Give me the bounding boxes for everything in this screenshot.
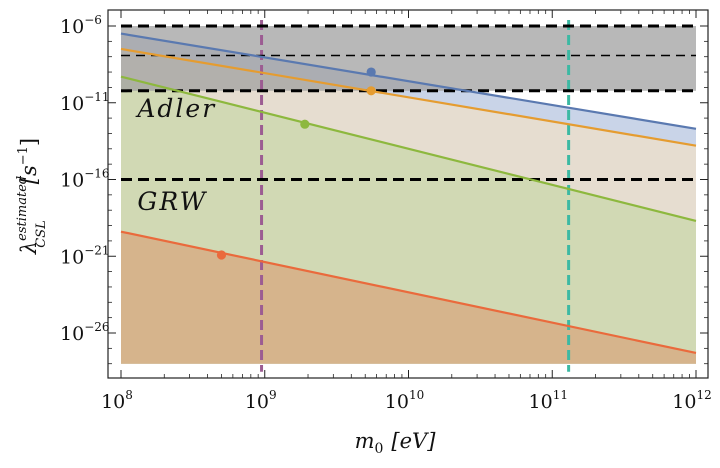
- region-fill-4: [121, 231, 696, 364]
- axis-ticks: 108 109 1010 1011 1012 10−6 10−11 10−16 10−21 10−…: [60, 10, 712, 413]
- y-tick-label-2: 10−11: [60, 90, 110, 115]
- data-point-1: [366, 67, 376, 77]
- series-lines: [120, 32, 697, 355]
- annotation-label-1: Adler: [135, 94, 216, 123]
- data-point-4: [216, 250, 227, 260]
- x-axis-title: m0[eV]: [355, 429, 437, 457]
- horizontal-lines: [121, 24, 696, 181]
- vertical-lines: [260, 20, 571, 372]
- x-tick-label-1: 108: [101, 388, 133, 413]
- data-point-3: [300, 119, 310, 129]
- region-fills: [121, 33, 696, 364]
- annotation-label-2: GRW: [137, 187, 207, 216]
- bound-band: [121, 26, 696, 91]
- y-tick-label-1: 10−6: [60, 13, 102, 38]
- series-line-4: [120, 230, 697, 355]
- x-tick-label-5: 1012: [672, 388, 711, 413]
- bounds-band: [121, 26, 696, 91]
- y-tick-label-5: 10−26: [60, 320, 110, 345]
- x-axis-label: m0[eV]: [355, 429, 437, 457]
- series-points: [216, 67, 376, 260]
- x-tick-label-4: 1011: [529, 388, 568, 413]
- y-tick-label-4: 10−21: [60, 243, 110, 268]
- x-tick-label-3: 1010: [385, 388, 424, 413]
- y-tick-label-3: 10−16: [60, 167, 110, 192]
- series-line-1: [120, 32, 697, 130]
- data-point-2: [366, 86, 376, 96]
- x-tick-label-2: 109: [245, 388, 277, 413]
- series-line-3: [120, 75, 697, 222]
- series-line-2: [120, 47, 697, 147]
